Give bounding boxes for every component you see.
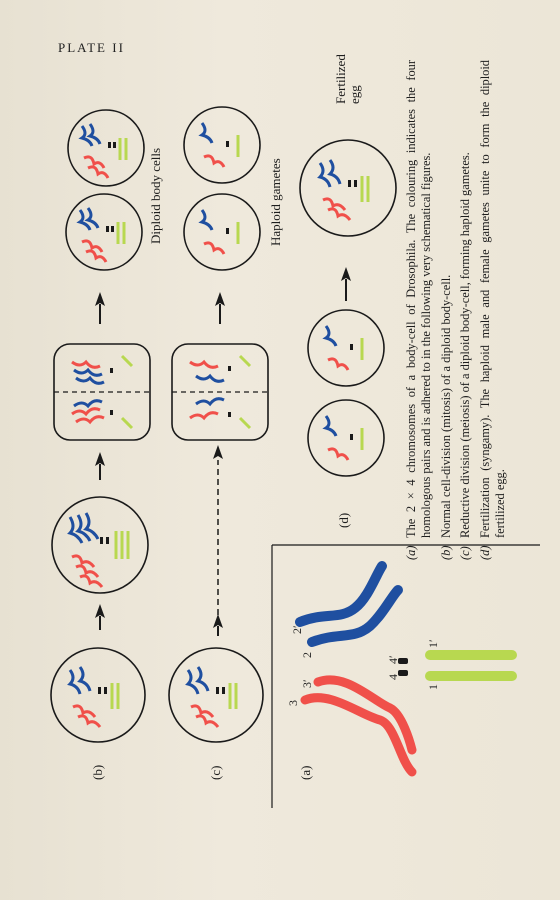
label-diploid-body-cells: Diploid body cells	[148, 147, 163, 244]
label-haploid-gametes: Haploid gametes	[268, 158, 283, 246]
caption-key: (b)	[438, 545, 453, 560]
cell-b4	[65, 193, 143, 271]
caption-item-c: (c) Reductive division (meiosis) of a di…	[458, 60, 473, 560]
meiosis-row	[168, 106, 269, 743]
caption-block: (a) The 2 × 4 chromosomes of a body-cell…	[404, 60, 512, 560]
caption-key: (a)	[404, 545, 418, 560]
cell-b5	[67, 109, 145, 187]
chromosome-label-2p: 2′	[290, 625, 304, 634]
chromosome-label-3p: 3′	[300, 679, 314, 688]
panel-label-c: (c)	[208, 765, 223, 780]
label-fertilized-egg: Fertilized egg	[333, 54, 362, 104]
caption-key: (d)	[477, 545, 492, 560]
chromosome-label-1: 1	[426, 684, 440, 690]
chromosome-label-4p: 4′	[386, 655, 400, 664]
mitosis-row	[50, 109, 151, 743]
cell-d2	[307, 309, 385, 387]
panel-label-b: (b)	[90, 764, 105, 780]
cell-c3	[183, 193, 261, 271]
caption-item-a: (a) The 2 × 4 chromosomes of a body-cell…	[404, 60, 435, 560]
cell-b1	[50, 647, 146, 743]
caption-text: The 2 × 4 chromosomes of a body-cell of …	[404, 60, 434, 538]
caption-text: Normal cell-division (mitosis) of a dipl…	[438, 274, 453, 538]
cell-d1	[307, 399, 385, 477]
caption-text: Reductive division (meiosis) of a diploi…	[458, 152, 473, 538]
cell-b2	[51, 496, 149, 594]
panel-a-chromosomes	[271, 544, 540, 808]
panel-label-a: (a)	[298, 765, 313, 780]
cell-c2	[171, 343, 269, 441]
plate-title: PLATE II	[58, 40, 125, 55]
cell-c1	[168, 647, 264, 743]
caption-item-b: (b) Normal cell-division (mitosis) of a …	[439, 60, 454, 560]
fertilization-row	[299, 139, 397, 477]
cell-d3	[299, 139, 397, 237]
chromosome-label-1p: 1′	[426, 639, 440, 648]
chromosome-label-2: 2	[300, 652, 314, 658]
caption-item-d: (d) Fertilization (syngamy). The haploid…	[478, 60, 509, 560]
caption-text: Fertilization (syngamy). The haploid mal…	[477, 60, 508, 538]
chromosome-label-3: 3	[286, 700, 300, 706]
caption-key: (c)	[458, 546, 473, 560]
cell-b3	[53, 343, 151, 441]
cell-c4	[183, 106, 261, 184]
chromosome-label-4: 4	[386, 674, 400, 680]
panel-label-d: (d)	[336, 512, 351, 528]
